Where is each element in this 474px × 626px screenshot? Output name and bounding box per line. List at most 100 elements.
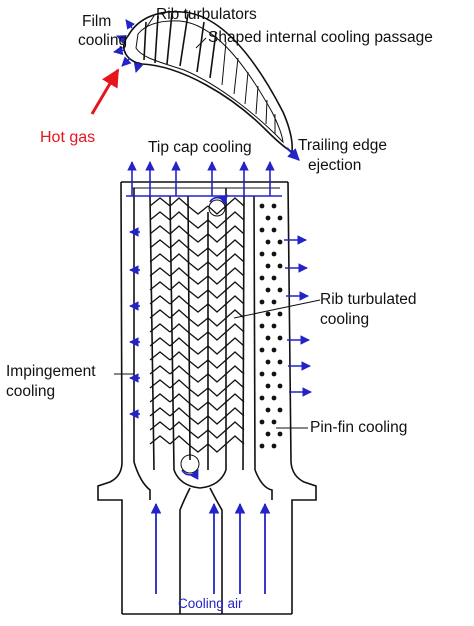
pin-fin: [259, 299, 265, 305]
shaped-passage-leader: [195, 37, 207, 49]
rib-chevron: [149, 295, 171, 305]
rib-chevron: [207, 261, 227, 271]
pin-fin: [265, 335, 271, 341]
wall: [169, 195, 175, 471]
rib-chevron: [207, 205, 227, 215]
rib-chevron: [225, 225, 245, 235]
rib-chevron: [187, 219, 209, 229]
trailing-edge-label-line1: Trailing edge: [298, 137, 387, 154]
rib-chevron: [207, 401, 227, 411]
rib-chevron: [149, 435, 171, 445]
rib-chevron: [225, 337, 245, 347]
rib-chevron: [169, 393, 189, 403]
rib-turbulated-leader: [233, 299, 321, 319]
pin-fin: [265, 407, 271, 413]
rib-turbulators-label: Rib turbulators: [156, 6, 257, 23]
airfoil-rib: [154, 15, 159, 64]
airfoil-rib: [233, 57, 239, 95]
pin-fin: [265, 239, 271, 245]
pin-fin: [277, 383, 283, 389]
rib-chevron: [149, 379, 171, 389]
pin-fin: [277, 431, 283, 437]
rib-turbulated-label-line1: Rib turbulated: [320, 291, 417, 308]
rib-chevron: [187, 317, 209, 327]
film-cooling-label-line2: cooling: [78, 32, 127, 49]
rib-chevron: [169, 379, 189, 389]
pin-fin: [271, 443, 277, 449]
rib-chevron: [225, 435, 245, 445]
pin-fin: [259, 347, 265, 353]
rib-chevron: [207, 317, 227, 327]
pin-fin: [277, 215, 283, 221]
airfoil-rib: [179, 13, 189, 67]
hot-gas-arrow: [90, 68, 120, 115]
airfoil-rib: [265, 99, 268, 125]
impingement-label-line1: Impingement: [6, 363, 96, 380]
wall: [187, 195, 191, 461]
airfoil-rib: [221, 41, 227, 86]
rib-chevron: [149, 337, 171, 347]
film-cooling-jet: [125, 19, 136, 30]
rib-chevron: [169, 225, 189, 235]
rib-chevron: [149, 365, 171, 375]
rib-chevron: [187, 205, 209, 215]
rib-chevron: [225, 351, 245, 361]
rib-chevron: [187, 331, 209, 341]
rib-chevron: [149, 421, 171, 431]
rib-chevron: [225, 393, 245, 403]
rib-chevron: [225, 295, 245, 305]
pin-fin: [271, 419, 277, 425]
rib-chevron: [225, 365, 245, 375]
rib-chevron: [225, 421, 245, 431]
root-passage-divider-right: [209, 487, 223, 614]
pin-fin: [277, 335, 283, 341]
rib-chevron: [169, 281, 189, 291]
rib-chevron: [207, 303, 227, 313]
rib-chevron: [225, 323, 245, 333]
root-turn-arrow: [181, 469, 199, 480]
cooling-air-label: Cooling air: [178, 596, 243, 611]
rib-chevron: [225, 281, 245, 291]
rib-chevron: [149, 281, 171, 291]
root-passage-divider-left: [179, 487, 191, 614]
pin-fin: [265, 383, 271, 389]
rib-chevron: [149, 351, 171, 361]
rib-chevron: [187, 247, 209, 257]
pin-fin: [265, 287, 271, 293]
rib-chevron: [169, 253, 189, 263]
blade-root: [133, 461, 273, 500]
pin-fin: [259, 419, 265, 425]
rib-chevron: [207, 345, 227, 355]
rib-chevron: [207, 359, 227, 369]
rib-chevron: [169, 239, 189, 249]
rib-chevron: [149, 309, 171, 319]
trailing-edge-jet: [286, 147, 300, 161]
rib-chevron: [169, 295, 189, 305]
airfoil-rib: [209, 31, 217, 79]
rib-chevron: [207, 289, 227, 299]
rib-turbulators-leader: [145, 15, 155, 29]
rib-chevron: [207, 219, 227, 229]
tip-turn: [208, 199, 226, 217]
rib-chevron: [149, 267, 171, 277]
rib-chevron: [207, 233, 227, 243]
pin-fin: [271, 227, 277, 233]
pin-fin: [265, 263, 271, 269]
rib-chevron: [225, 267, 245, 277]
rib-chevron: [207, 415, 227, 425]
rib-chevron: [225, 309, 245, 319]
pin-fin: [277, 287, 283, 293]
rib-chevron: [187, 415, 209, 425]
rib-chevron: [149, 211, 171, 221]
pin-fin-wall: [253, 195, 256, 471]
rib-chevron: [225, 211, 245, 221]
film-cooling-label-line1: Film: [82, 13, 111, 30]
rib-chevron: [187, 233, 209, 243]
rib-chevron: [149, 407, 171, 417]
pin-fin: [259, 371, 265, 377]
rib-chevron: [207, 331, 227, 341]
pin-fin-cooling-label: Pin-fin cooling: [310, 419, 407, 436]
rib-chevron: [149, 323, 171, 333]
film-cooling-jet: [121, 56, 132, 67]
rib-chevron: [169, 365, 189, 375]
